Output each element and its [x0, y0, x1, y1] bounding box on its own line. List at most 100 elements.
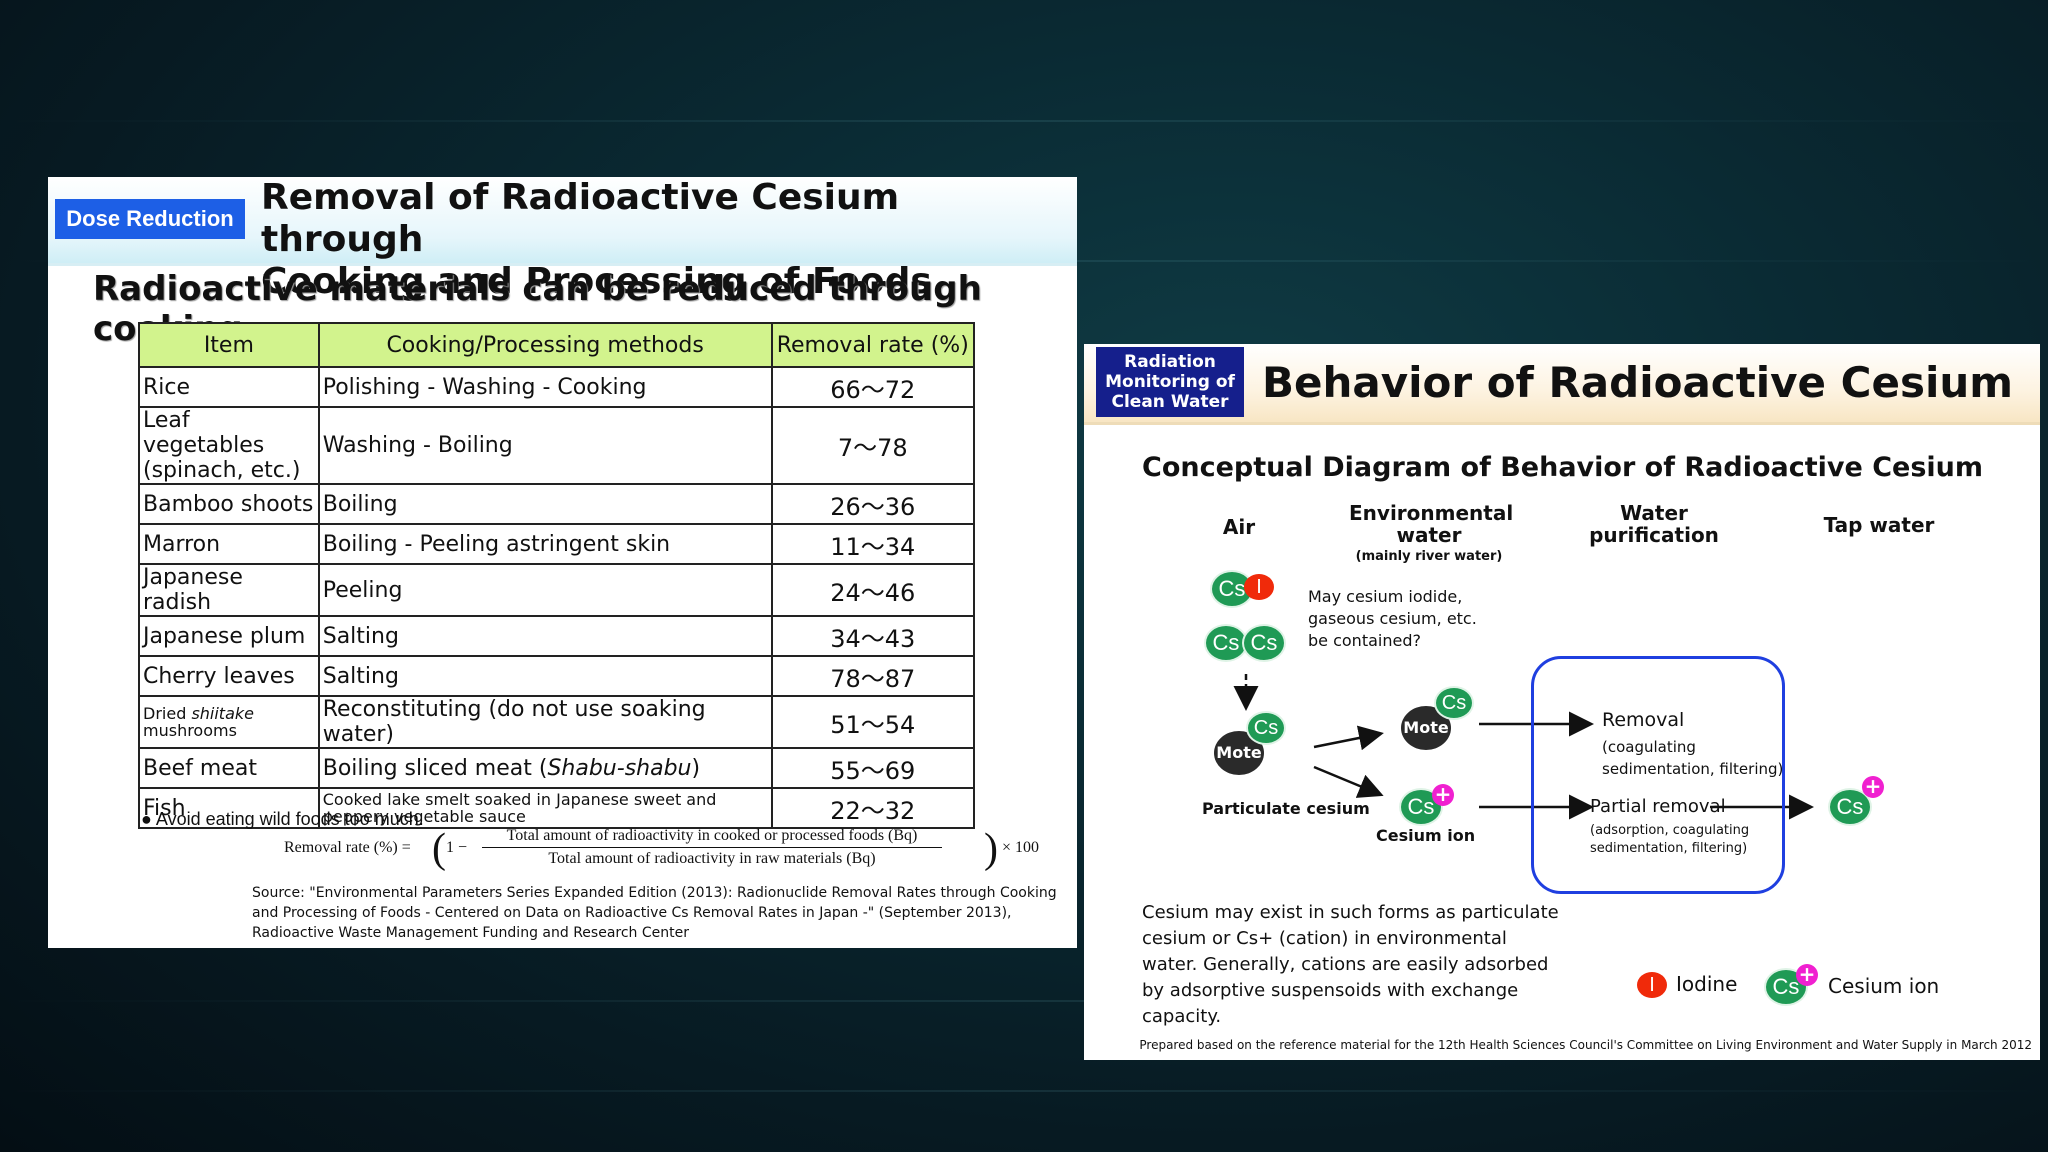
removal-rate-table: Item Cooking/Processing methods Removal … [138, 322, 976, 829]
table-row: Leaf vegetables (spinach, etc.) Washing … [138, 406, 976, 485]
formula-lhs: Removal rate (%) = [284, 839, 411, 856]
to-mote-arrow [1313, 725, 1384, 751]
item-cell: Rice [138, 366, 320, 408]
slide-title: Removal of Radioactive Cesium through Co… [261, 177, 1041, 303]
mote-particle: Mote [1401, 706, 1451, 750]
item-cell: Cherry leaves [138, 655, 320, 697]
item-cell: Dried shiitake mushrooms [138, 695, 320, 749]
table-row: Japanese plum Salting 34～43 [138, 615, 976, 657]
method-cell: Boiling sliced meat (Shabu-shabu) [317, 747, 773, 789]
slide-header: Radiation Monitoring of Clean Water Beha… [1084, 344, 2040, 425]
cesium-explanation: Cesium may exist in such forms as partic… [1142, 902, 1559, 1027]
method-cell: Cooked lake smelt soaked in Japanese swe… [317, 787, 773, 829]
column-water-purification: Water purification [1589, 501, 1719, 547]
item-suffix: mushrooms [143, 721, 237, 740]
table-row: Beef meat Boiling sliced meat (Shabu-sha… [138, 747, 976, 789]
legend-cesium-ion-label: Cesium ion [1828, 974, 1940, 998]
title-line-2: Cooking and Processing of Foods [261, 261, 932, 302]
method-cell: Salting [317, 615, 773, 657]
mote-particle: Mote [1214, 731, 1264, 775]
formula-fraction: Total amount of radioactivity in cooked … [482, 827, 942, 868]
formula-tail: × 100 [1002, 839, 1040, 856]
rate-cell: 55～69 [770, 747, 976, 789]
table-row: Bamboo shoots Boiling 26～36 [138, 483, 976, 525]
item-prefix: Dried [143, 704, 192, 723]
reference-footer: Prepared based on the reference material… [1139, 1038, 2032, 1052]
cesium-behavior-slide: Radiation Monitoring of Clean Water Beha… [1084, 344, 2040, 1060]
header-rate: Removal rate (%) [770, 322, 976, 368]
item-cell: Marron [138, 523, 320, 565]
method-cell: Reconstituting (do not use soaking water… [317, 695, 773, 749]
item-cell: Fish [138, 787, 320, 829]
removal-detail: (coagulating sedimentation, filtering) [1602, 738, 1784, 778]
method-suffix: ) [691, 755, 701, 781]
rate-cell: 66～72 [770, 366, 976, 408]
removal-label: Removal [1602, 709, 1685, 731]
column-env-water-note: (mainly river water) [1355, 549, 1503, 564]
table-row: Marron Boiling - Peeling astringent skin… [138, 523, 976, 565]
item-cell: Leaf vegetables (spinach, etc.) [138, 406, 320, 485]
rate-cell: 51～54 [770, 695, 976, 749]
table-row: Rice Polishing - Washing - Cooking 66～72 [138, 366, 976, 408]
plus-charge-icon: + [1862, 776, 1884, 798]
dose-reduction-tag: Dose Reduction [55, 199, 245, 239]
title-line-1: Removal of Radioactive Cesium through [261, 177, 900, 260]
cesium-symbol: Cs [1246, 711, 1286, 745]
cesium-symbol: Cs [1434, 686, 1474, 720]
cesium-ion-label: Cesium ion [1376, 826, 1476, 845]
slide-title: Behavior of Radioactive Cesium [1262, 358, 2014, 407]
method-italic: Shabu-shabu [547, 755, 692, 781]
method-cell: Polishing - Washing - Cooking [317, 366, 773, 408]
formula-numerator: Total amount of radioactivity in cooked … [482, 827, 942, 848]
rate-cell: 34～43 [770, 615, 976, 657]
cooking-slide: Dose Reduction Removal of Radioactive Ce… [48, 177, 1077, 948]
table-row: Cherry leaves Salting 78～87 [138, 655, 976, 697]
method-cell: Boiling [317, 483, 773, 525]
rate-cell: 78～87 [770, 655, 976, 697]
note-text: Avoid eating wild foods too much. [155, 809, 424, 829]
rate-cell: 7～78 [770, 406, 976, 485]
slide-header: Dose Reduction Removal of Radioactive Ce… [48, 177, 1077, 302]
item-cell: Japanese plum [138, 615, 320, 657]
column-environmental-water: Environmental water (mainly river water) [1349, 502, 1513, 568]
item-cell: Bamboo shoots [138, 483, 320, 525]
gas-note: May cesium iodide, gaseous cesium, etc. … [1308, 587, 1477, 650]
diagram-arrows [1233, 674, 1814, 820]
plus-charge-icon: + [1432, 784, 1454, 806]
column-tap-water: Tap water [1823, 513, 1935, 537]
rate-cell: 11～34 [770, 523, 976, 565]
diagram-title: Conceptual Diagram of Behavior of Radioa… [1142, 452, 1984, 483]
rate-cell: 22～32 [770, 787, 976, 829]
legend-iodine-label: Iodine [1676, 972, 1738, 996]
source-citation: Source: "Environmental Parameters Series… [252, 885, 1057, 941]
table-row: Japanese radish Peeling 24～46 [138, 563, 976, 617]
method-prefix: Boiling sliced meat ( [322, 755, 548, 781]
column-air: Air [1222, 515, 1256, 539]
cesium-symbol: Cs [1242, 624, 1286, 662]
method-cell: Peeling [317, 563, 773, 617]
iodine-symbol: I [1244, 574, 1274, 600]
water-purification-box [1531, 656, 1785, 894]
removal-rate-formula: Removal rate (%) = ( 1 − Total amount of… [284, 826, 1064, 872]
item-cell: Japanese radish [138, 563, 320, 617]
partial-removal-detail: (adsorption, coagulating sedimentation, … [1590, 823, 1750, 856]
particulate-cesium-label: Particulate cesium [1202, 799, 1370, 818]
legend-iodine-icon: I [1637, 972, 1667, 998]
header-method: Cooking/Processing methods [317, 322, 773, 368]
close-paren: ) [984, 826, 998, 872]
item-cell: Beef meat [138, 747, 320, 789]
method-cell: Boiling - Peeling astringent skin [317, 523, 773, 565]
rate-cell: 24～46 [770, 563, 976, 617]
legend-plus-icon: + [1796, 964, 1818, 986]
tag-text: Radiation Monitoring of Clean Water [1105, 352, 1235, 412]
table-header-row: Item Cooking/Processing methods Removal … [138, 322, 976, 368]
rate-cell: 26～36 [770, 483, 976, 525]
method-cell: Washing - Boiling [317, 406, 773, 485]
wild-food-note: ● Avoid eating wild foods too much. [141, 809, 424, 829]
formula-denominator: Total amount of radioactivity in raw mat… [548, 850, 876, 867]
table-row: Fish Cooked lake smelt soaked in Japanes… [138, 787, 976, 829]
open-paren: ( [432, 826, 446, 872]
cesium-symbol: Cs [1210, 570, 1254, 608]
item-italic: shiitake [191, 704, 254, 723]
method-cell: Salting [317, 655, 773, 697]
